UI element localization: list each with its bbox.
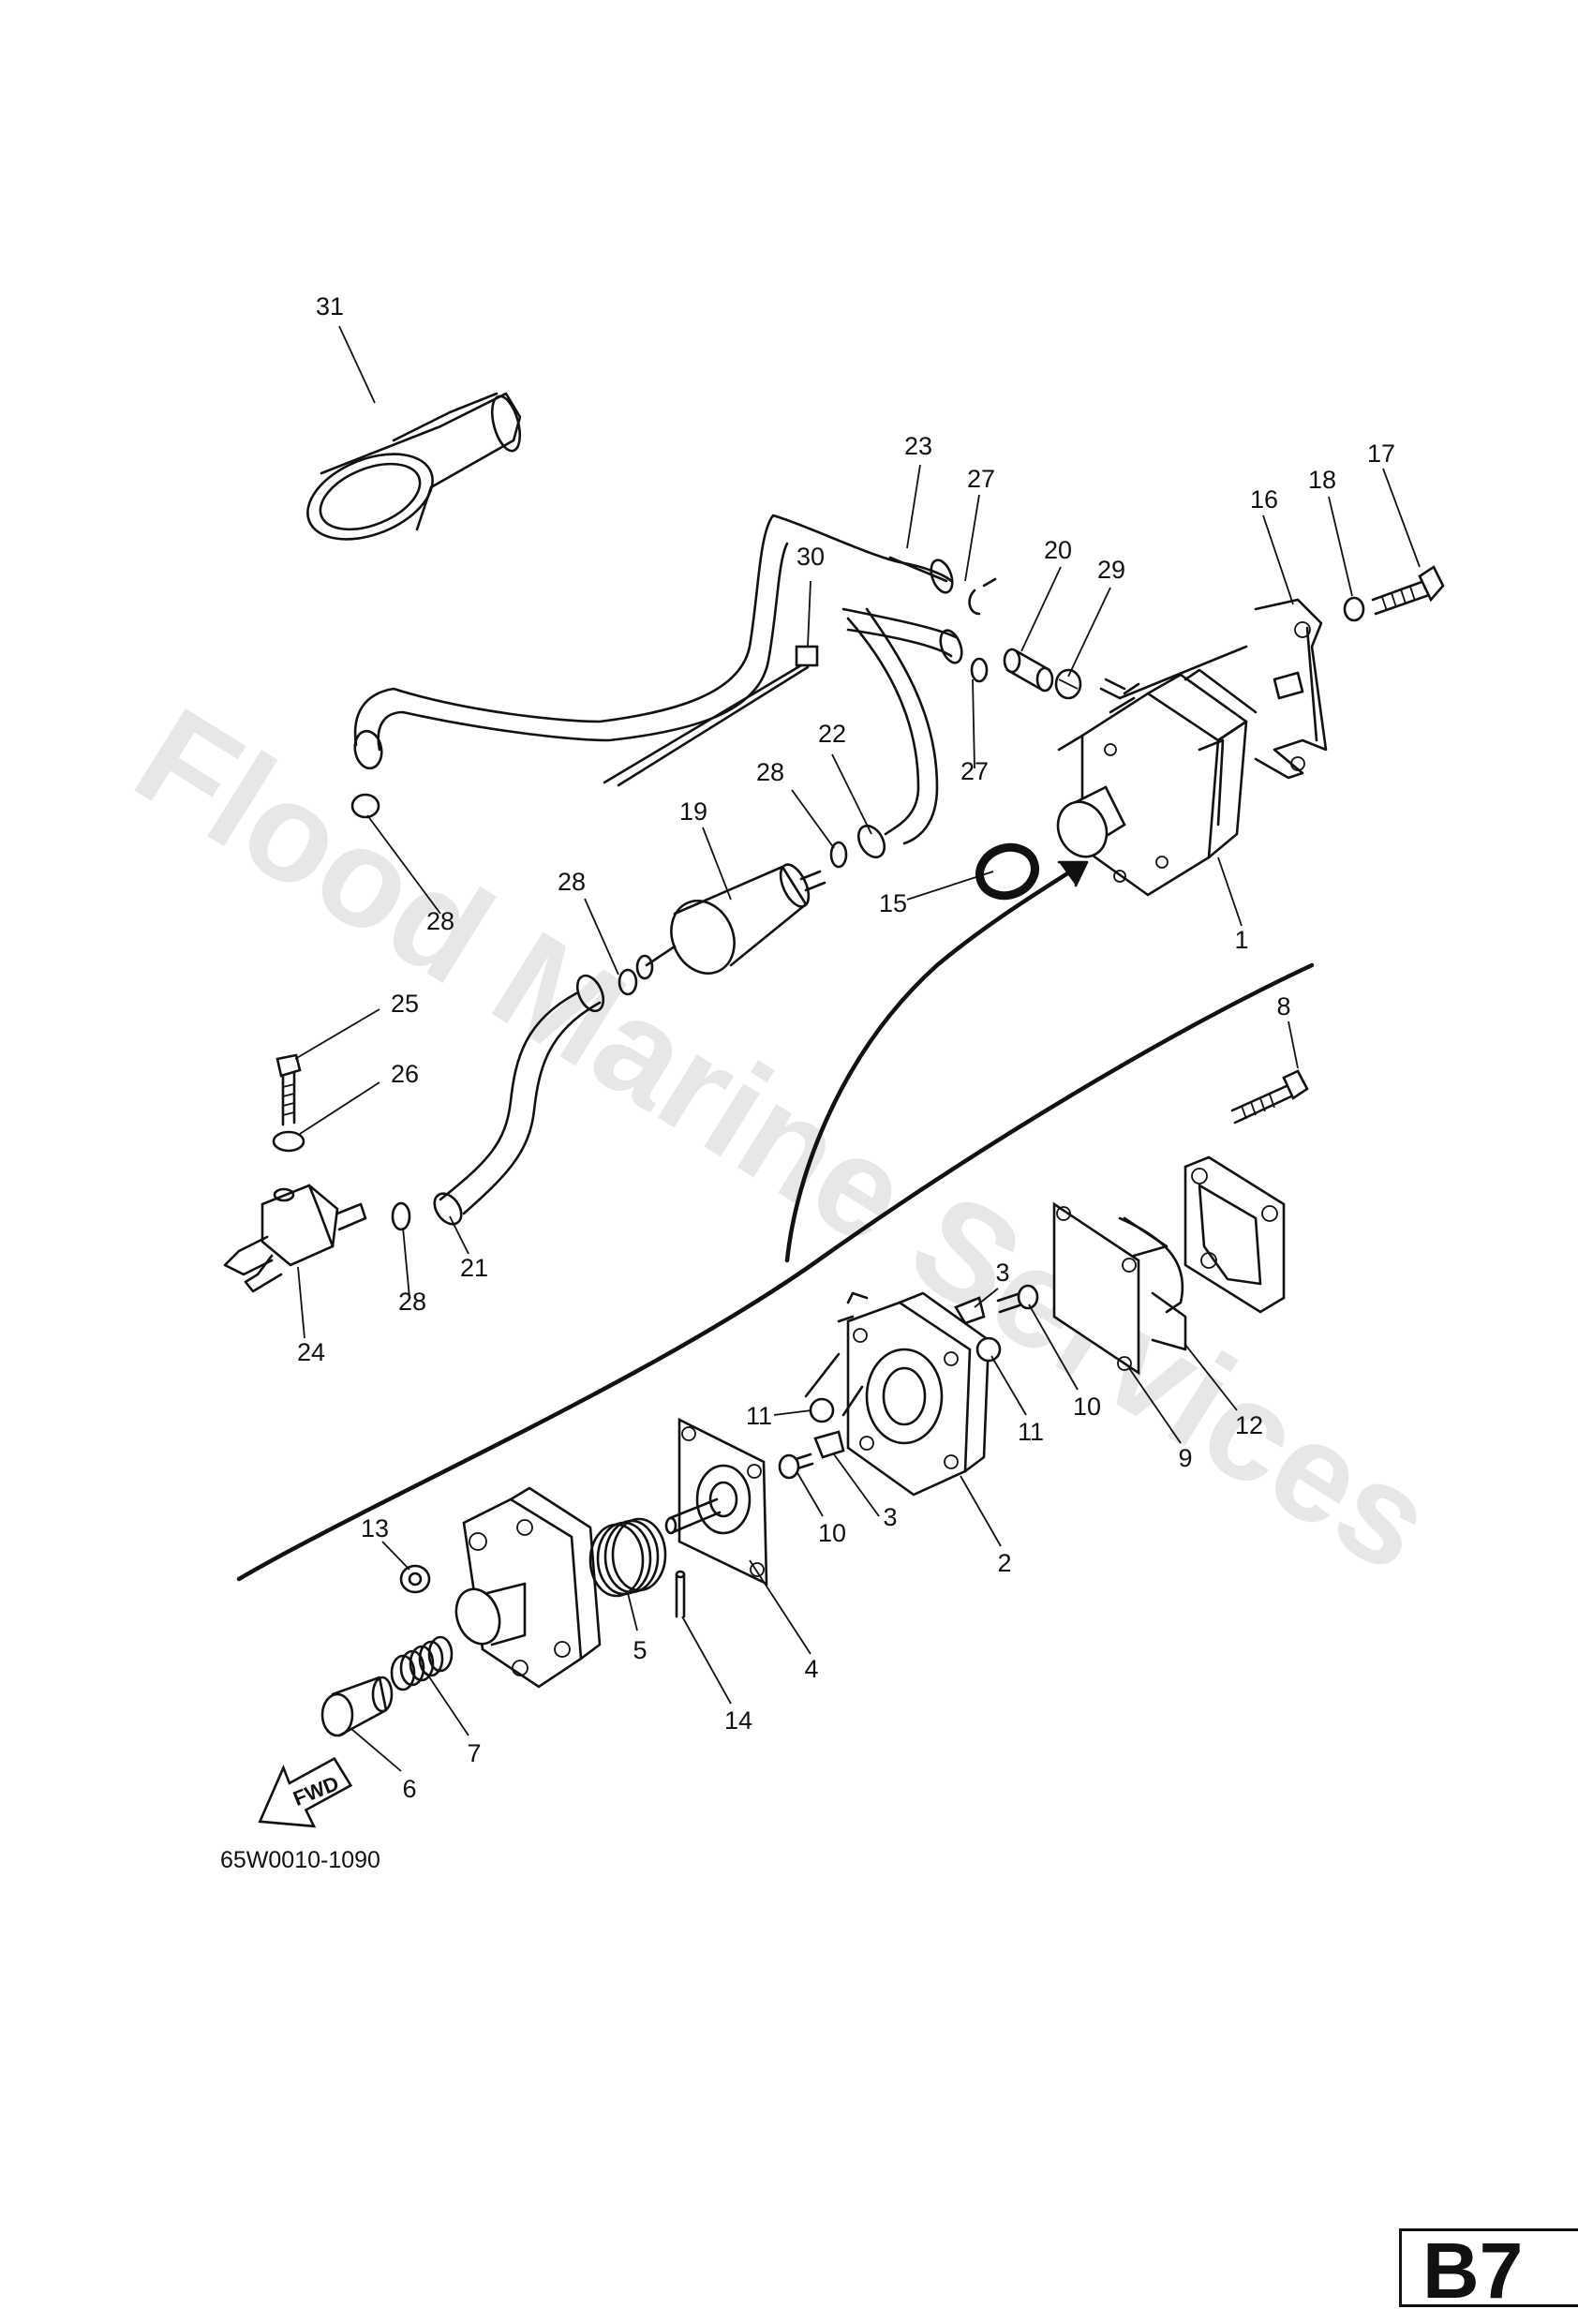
part-11-nut-upper	[975, 1336, 1002, 1363]
part-4-diaphragm	[664, 1417, 768, 1587]
part-9-gasket	[1052, 1201, 1169, 1376]
callout-27-lower: 27	[960, 757, 989, 785]
part-13-nut	[399, 1564, 431, 1594]
part-5-spring	[588, 1517, 667, 1598]
callout-28-a: 28	[756, 758, 784, 786]
callout-22: 22	[818, 720, 846, 748]
part-18-washer	[1343, 596, 1365, 622]
part-17-bolt	[1371, 565, 1445, 616]
part-29-clamp	[1054, 668, 1082, 700]
callout-7: 7	[467, 1739, 481, 1767]
fuel-hoses	[353, 514, 963, 1226]
page-tag-box: B7	[1399, 2227, 1578, 2315]
callout-29: 29	[1097, 556, 1125, 584]
callout-30: 30	[796, 543, 825, 571]
part-31-silencer	[306, 392, 522, 541]
fwd-arrow: FWD	[258, 1756, 353, 1828]
callout-10-lower: 10	[818, 1519, 846, 1547]
part-14-pin	[675, 1570, 686, 1618]
callout-20: 20	[1044, 536, 1072, 564]
pump-cover-left	[454, 1486, 602, 1689]
callout-11-right: 11	[1018, 1418, 1044, 1446]
part-12-top-cover	[1118, 1155, 1286, 1351]
callout-2: 2	[997, 1549, 1011, 1577]
callout-17: 17	[1367, 439, 1395, 468]
part-11-nut-lower	[809, 1397, 835, 1423]
callout-19: 19	[679, 797, 707, 826]
assembly-arrow	[784, 864, 1080, 1263]
part-26-washer	[272, 1130, 305, 1153]
part-27-clips	[968, 577, 997, 683]
callout-15: 15	[879, 889, 907, 917]
callout-16: 16	[1250, 485, 1278, 514]
part-1-fuel-pump-assembly	[1056, 668, 1258, 897]
leader-lines	[294, 325, 1421, 1772]
callout-21: 21	[460, 1254, 488, 1282]
part-2-pump-body	[804, 1291, 990, 1497]
callout-14: 14	[724, 1706, 752, 1735]
callout-11-left: 11	[746, 1402, 772, 1430]
part-30-cable-tie	[603, 645, 819, 787]
part-19-fuel-filter	[635, 863, 826, 980]
callout-18: 18	[1308, 466, 1336, 494]
callout-3-upper: 3	[995, 1259, 1009, 1287]
part-16-bracket	[1118, 598, 1328, 780]
part-15-o-ring	[975, 842, 1039, 901]
callout-6: 6	[402, 1775, 416, 1803]
callout-8: 8	[1276, 992, 1290, 1020]
callout-9: 9	[1178, 1444, 1192, 1472]
clips-28	[350, 793, 848, 1231]
callout-31: 31	[316, 292, 344, 320]
callout-24: 24	[297, 1338, 325, 1366]
part-25-bolt	[275, 1053, 302, 1126]
callout-28-c: 28	[558, 868, 586, 896]
part-24-fuel-joint	[223, 1184, 367, 1293]
callout-labels: 31 23 27 20 29 16 18 17 30 22 28 19 28 1…	[297, 292, 1395, 1803]
callout-28-b: 28	[426, 907, 454, 935]
part-3-valve-upper	[954, 1296, 986, 1325]
callout-5: 5	[633, 1636, 647, 1664]
part-7-spring	[390, 1635, 454, 1691]
page-tag: B7	[1422, 2227, 1524, 2315]
diagram-code: 65W0010-1090	[220, 1847, 380, 1873]
callout-25: 25	[391, 990, 419, 1018]
callout-26: 26	[391, 1060, 419, 1088]
callout-27-upper: 27	[967, 465, 995, 493]
callout-1: 1	[1234, 926, 1248, 954]
part-10-screw-lower	[778, 1452, 814, 1480]
callout-10-upper: 10	[1073, 1393, 1101, 1421]
part-8-bolt	[1230, 1069, 1309, 1125]
callout-13: 13	[361, 1514, 389, 1542]
part-6-plunger	[320, 1676, 394, 1737]
callout-4: 4	[804, 1655, 818, 1683]
callout-3-lower: 3	[883, 1503, 897, 1531]
callout-23: 23	[904, 432, 932, 460]
callout-12: 12	[1235, 1411, 1263, 1439]
part-10-screw-upper	[996, 1284, 1039, 1314]
part-20-sleeve	[1003, 648, 1054, 693]
base-line	[236, 962, 1315, 1582]
part-3-valve-lower	[813, 1430, 845, 1459]
callout-28-d: 28	[398, 1288, 426, 1316]
